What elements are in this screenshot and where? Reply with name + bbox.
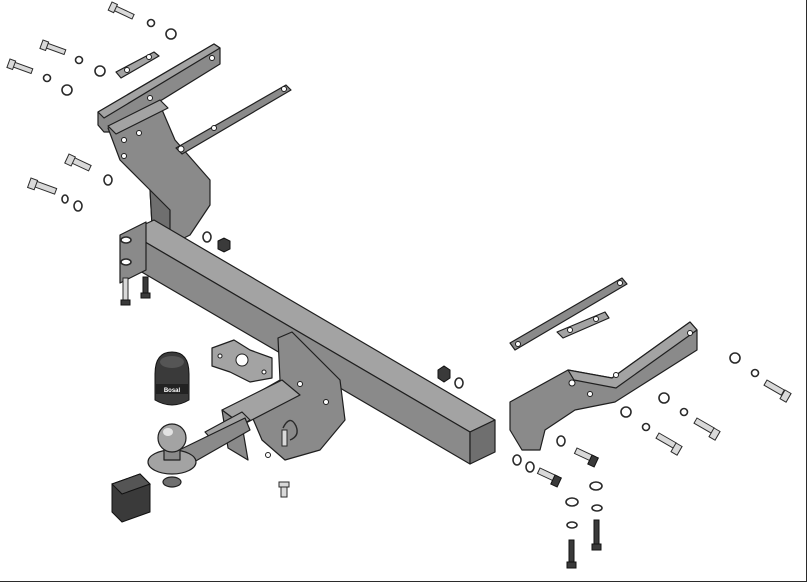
receiver-end-cap (111, 473, 151, 523)
washer (565, 497, 579, 507)
socket-plate (211, 339, 273, 383)
right-bolt-5 (536, 467, 563, 488)
washer (73, 200, 83, 212)
hole (146, 54, 152, 60)
washer (202, 231, 212, 243)
nut (437, 365, 451, 383)
washer (750, 368, 760, 378)
safety-pin (281, 419, 298, 447)
washer (591, 504, 603, 512)
ball-cover-cap: Bosal (154, 351, 190, 406)
washer (103, 174, 113, 186)
washer (146, 18, 156, 28)
washer (566, 521, 578, 529)
right-bolt-1 (763, 379, 792, 403)
right-bolt-4 (573, 447, 600, 468)
right-vertical-bolt-1 (591, 519, 602, 551)
nut (217, 237, 231, 253)
washer (729, 352, 741, 364)
washer (679, 407, 689, 417)
washer (641, 422, 651, 432)
left-strap (175, 84, 292, 155)
washer (512, 454, 522, 466)
small-bolt (278, 481, 290, 498)
washer (61, 84, 73, 96)
left-vertical-bolt-1 (120, 277, 131, 306)
left-bracket (97, 43, 221, 246)
washer (120, 236, 132, 244)
washer (454, 377, 464, 389)
washer (556, 435, 566, 447)
top-left-bolt-2 (39, 39, 67, 56)
washer (165, 28, 177, 40)
left-bracket-plate (107, 99, 169, 135)
washer (620, 406, 632, 418)
tow-ball (147, 423, 197, 488)
right-strap (509, 277, 628, 351)
washer (589, 481, 603, 491)
right-bracket (509, 321, 698, 451)
cap-logo-text: Bosal (164, 388, 181, 394)
right-bolt-3 (655, 432, 683, 456)
top-left-bolt-3 (6, 58, 34, 75)
mounting-plate-small (115, 51, 160, 79)
right-bolt-2 (693, 417, 721, 441)
left-vertical-bolt-2 (140, 276, 151, 299)
washer (61, 194, 69, 204)
washer (120, 258, 132, 266)
hole (124, 67, 130, 73)
hole (593, 316, 599, 322)
washer (74, 55, 84, 65)
top-left-bolt-1 (107, 1, 135, 20)
washer (525, 461, 535, 473)
left-bolt-b (26, 177, 58, 195)
washer (658, 392, 670, 404)
washer (94, 65, 106, 77)
hole (567, 327, 573, 333)
left-bolt-a (64, 153, 92, 172)
washer (42, 73, 52, 83)
right-vertical-bolt-2 (566, 539, 577, 569)
